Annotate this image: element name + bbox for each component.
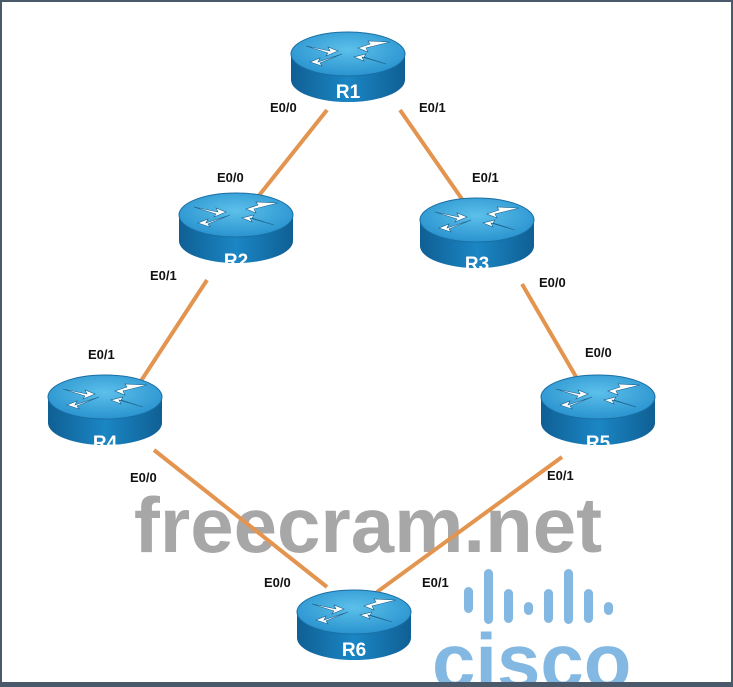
interface-label-r6-e0-0: E0/0 xyxy=(264,575,291,590)
interface-label-r6-e0-1: E0/1 xyxy=(422,575,449,590)
router-label: R3 xyxy=(465,254,489,275)
interface-label-r5-e0-1: E0/1 xyxy=(547,468,574,483)
cisco-logo xyxy=(464,569,613,624)
interface-label-r2-e0-0: E0/0 xyxy=(217,170,244,185)
router-label: R1 xyxy=(336,82,361,103)
interface-label-r5-e0-0: E0/0 xyxy=(585,345,612,360)
link-r3-r5 xyxy=(520,282,584,389)
interface-label-r1-e0-1: E0/1 xyxy=(419,100,446,115)
router-r3[interactable]: R3 xyxy=(419,197,535,275)
link-r1-r3 xyxy=(398,108,466,204)
interface-label-r3-e0-1: E0/1 xyxy=(472,170,499,185)
interface-label-r4-e0-1: E0/1 xyxy=(88,347,115,362)
router-label: R5 xyxy=(586,433,611,454)
router-label: R2 xyxy=(224,251,248,272)
interface-label-r2-e0-1: E0/1 xyxy=(150,268,177,283)
router-label: R6 xyxy=(342,640,366,661)
interface-label-r4-e0-0: E0/0 xyxy=(130,470,157,485)
link-r5-r6 xyxy=(375,455,564,594)
interface-label-r3-e0-0: E0/0 xyxy=(539,275,566,290)
router-label: R4 xyxy=(93,433,118,454)
router-r6[interactable]: R6 xyxy=(296,589,412,661)
interface-label-r1-e0-0: E0/0 xyxy=(270,100,297,115)
link-r1-r2 xyxy=(255,108,329,200)
cisco-logo-text: cisco xyxy=(432,617,631,687)
watermark-text: freecram.net xyxy=(134,481,602,569)
router-r2[interactable]: R2 xyxy=(178,192,294,272)
router-r4[interactable]: R4 xyxy=(47,374,163,454)
router-r5[interactable]: R5 xyxy=(540,374,656,454)
link-r4-r6 xyxy=(152,448,329,589)
link-r2-r4 xyxy=(135,278,209,389)
router-r1[interactable]: R1 xyxy=(290,31,406,103)
